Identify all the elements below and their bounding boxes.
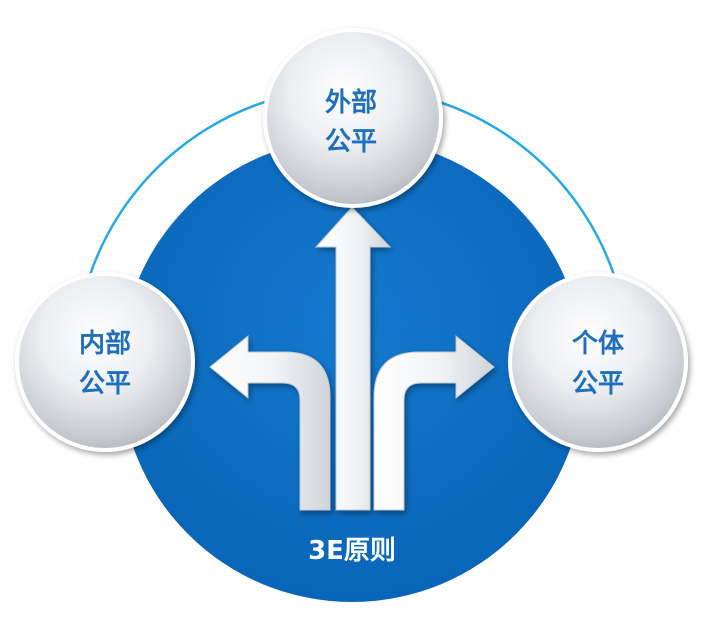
node-top-sphere (263, 28, 443, 208)
left-turn-arrow-icon (209, 334, 331, 511)
node-right: 个体 公平 (508, 272, 688, 452)
node-left-label-line2: 公平 (79, 369, 131, 399)
node-right-sphere (508, 272, 688, 452)
node-top-label-line1: 外部 (325, 88, 377, 118)
node-right-label-line1: 个体 (572, 329, 625, 359)
node-right-label-line2: 公平 (572, 369, 624, 399)
right-turn-arrow-icon (373, 334, 495, 511)
center-label: 3E原则 (308, 536, 396, 566)
node-left-label-line1: 内部 (79, 329, 131, 359)
node-top: 外部 公平 (263, 28, 443, 208)
straight-up-arrow-icon (314, 206, 392, 511)
node-top-label-line2: 公平 (325, 127, 377, 157)
arrows-group (209, 206, 495, 511)
node-left: 内部 公平 (15, 272, 195, 452)
node-left-sphere (15, 272, 195, 452)
